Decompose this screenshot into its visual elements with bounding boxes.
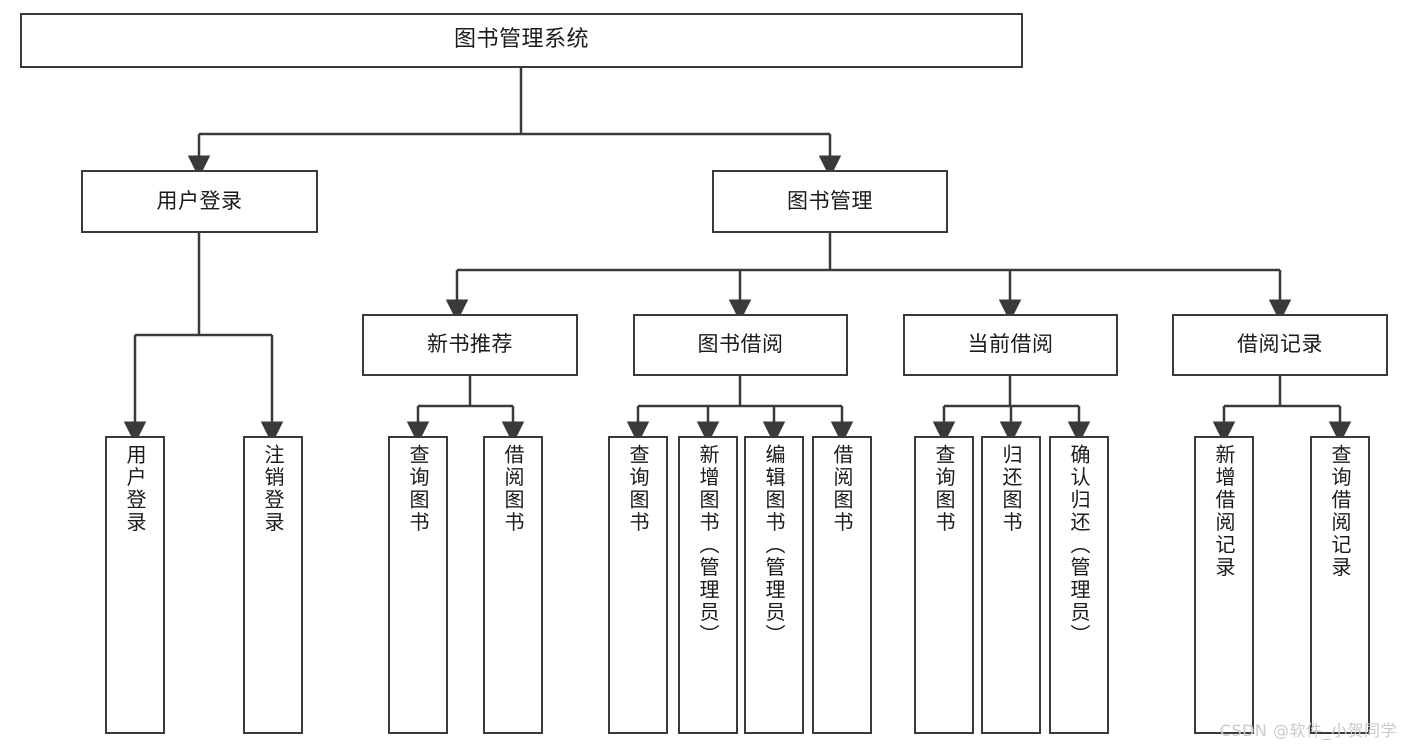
- node-leaf-query-record-label: 查询借阅记录: [1328, 444, 1352, 579]
- node-leaf-edit-book[interactable]: 编辑图书（管理员）: [744, 436, 804, 734]
- node-leaf-borrow-book-2-label: 借阅图书: [830, 444, 854, 534]
- node-book-manage-label: 图书管理: [787, 188, 873, 213]
- node-book-borrow-label: 图书借阅: [697, 332, 784, 357]
- node-new-book-recommend-label: 新书推荐: [427, 332, 513, 357]
- node-leaf-borrow-book-1[interactable]: 借阅图书: [483, 436, 543, 734]
- node-leaf-confirm-return-label: 确认归还（管理员）: [1067, 444, 1091, 647]
- node-leaf-user-logout-label: 注销登录: [261, 444, 285, 534]
- node-leaf-edit-book-label: 编辑图书（管理员）: [762, 444, 786, 647]
- node-leaf-return-book[interactable]: 归还图书: [981, 436, 1041, 734]
- node-leaf-confirm-return[interactable]: 确认归还（管理员）: [1049, 436, 1109, 734]
- node-borrow-record[interactable]: 借阅记录: [1172, 314, 1388, 376]
- node-leaf-add-record[interactable]: 新增借阅记录: [1194, 436, 1254, 734]
- node-leaf-query-book-2[interactable]: 查询图书: [608, 436, 668, 734]
- node-current-borrow-label: 当前借阅: [967, 332, 1054, 357]
- node-leaf-query-book-1[interactable]: 查询图书: [388, 436, 448, 734]
- node-user-login[interactable]: 用户登录: [81, 170, 318, 233]
- node-leaf-borrow-book-1-label: 借阅图书: [501, 444, 525, 534]
- node-leaf-query-book-3[interactable]: 查询图书: [914, 436, 974, 734]
- node-user-login-label: 用户登录: [156, 188, 243, 213]
- node-leaf-user-login-label: 用户登录: [123, 444, 147, 534]
- node-leaf-user-logout[interactable]: 注销登录: [243, 436, 303, 734]
- node-new-book-recommend[interactable]: 新书推荐: [362, 314, 578, 376]
- node-leaf-query-book-1-label: 查询图书: [406, 444, 430, 534]
- node-book-manage[interactable]: 图书管理: [712, 170, 948, 233]
- csdn-watermark: CSDN @软件_小贺同学: [1219, 721, 1397, 740]
- node-leaf-query-book-3-label: 查询图书: [932, 444, 956, 534]
- node-leaf-add-book[interactable]: 新增图书（管理员）: [678, 436, 738, 734]
- node-leaf-borrow-book-2[interactable]: 借阅图书: [812, 436, 872, 734]
- node-leaf-add-record-label: 新增借阅记录: [1212, 444, 1236, 579]
- node-leaf-return-book-label: 归还图书: [999, 444, 1023, 534]
- node-root-label: 图书管理系统: [453, 27, 589, 53]
- node-root[interactable]: 图书管理系统: [20, 13, 1023, 68]
- node-leaf-add-book-label: 新增图书（管理员）: [696, 444, 720, 647]
- node-leaf-query-book-2-label: 查询图书: [626, 444, 650, 534]
- node-borrow-record-label: 借阅记录: [1237, 332, 1323, 357]
- node-leaf-user-login[interactable]: 用户登录: [105, 436, 165, 734]
- node-current-borrow[interactable]: 当前借阅: [903, 314, 1118, 376]
- node-book-borrow[interactable]: 图书借阅: [633, 314, 848, 376]
- node-leaf-query-record[interactable]: 查询借阅记录: [1310, 436, 1370, 734]
